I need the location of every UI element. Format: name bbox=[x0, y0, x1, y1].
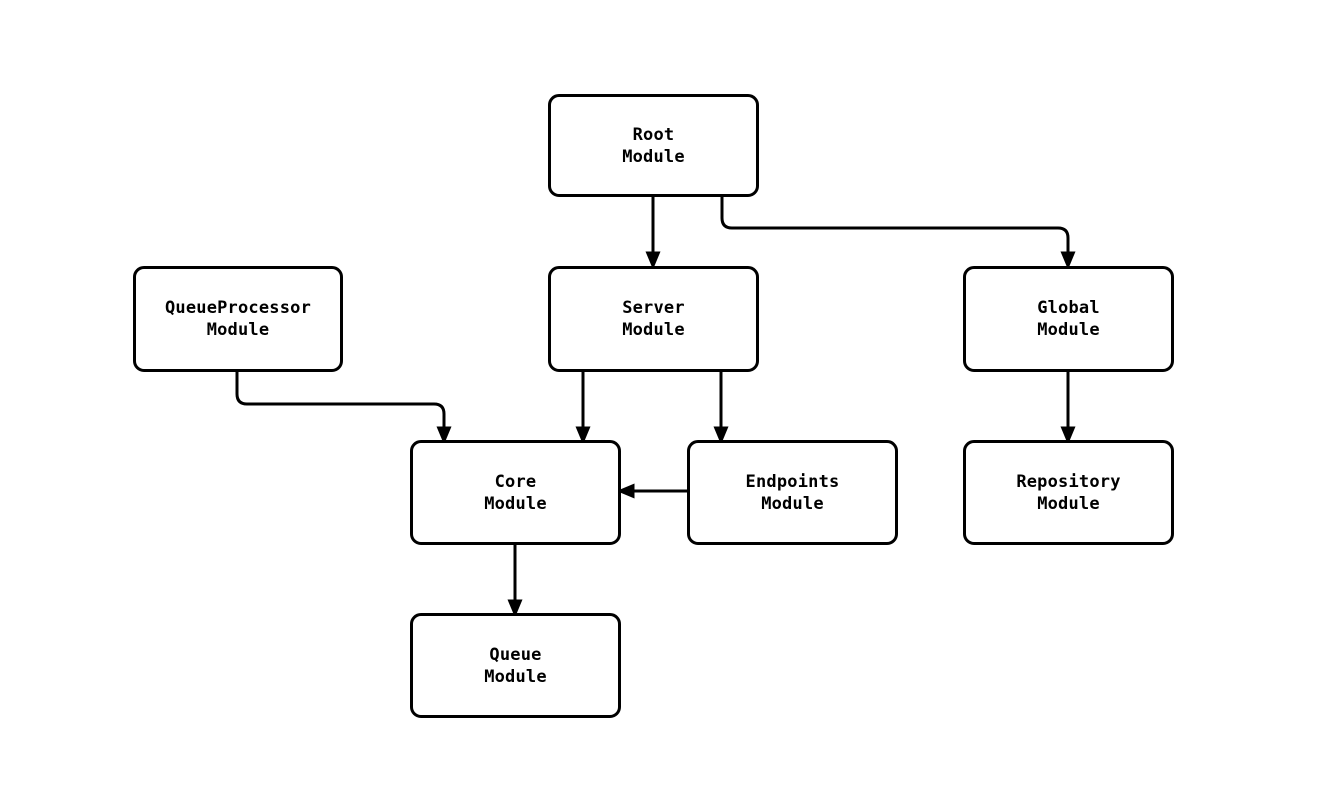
node-queue-module[interactable]: Queue Module bbox=[410, 613, 621, 718]
node-label-line1: Core bbox=[494, 471, 537, 492]
node-global-module[interactable]: Global Module bbox=[963, 266, 1174, 372]
node-label-line2: Module bbox=[622, 320, 685, 340]
node-label-line2: Module bbox=[1037, 493, 1100, 514]
node-repository-module[interactable]: Repository Module bbox=[963, 440, 1174, 545]
node-label-line1: Queue bbox=[489, 644, 542, 665]
node-label-line2: Module bbox=[1037, 320, 1100, 340]
node-label-line1: Endpoints bbox=[745, 471, 840, 492]
node-server-module[interactable]: Server Module bbox=[548, 266, 759, 372]
node-label-line2: Module bbox=[484, 493, 547, 514]
node-endpoints-module[interactable]: Endpoints Module bbox=[687, 440, 898, 545]
edge-root-to-global bbox=[720, 197, 1076, 270]
node-queueprocessor-module[interactable]: QueueProcessor Module bbox=[133, 266, 343, 372]
node-root-module[interactable]: Root Module bbox=[548, 94, 759, 197]
node-label-line1: QueueProcessor bbox=[164, 298, 312, 318]
node-label-line1: Global bbox=[1037, 298, 1100, 318]
node-core-module[interactable]: Core Module bbox=[410, 440, 621, 545]
node-label-line2: Module bbox=[761, 493, 824, 514]
edge-queueprocessor-to-core bbox=[235, 372, 452, 445]
node-label-line2: Module bbox=[484, 666, 547, 687]
node-label-line1: Server bbox=[622, 298, 685, 318]
node-label-line1: Root bbox=[632, 124, 675, 145]
node-label-line2: Module bbox=[622, 146, 685, 167]
node-label-line1: Repository bbox=[1016, 471, 1121, 492]
node-label-line2: Module bbox=[206, 320, 270, 340]
